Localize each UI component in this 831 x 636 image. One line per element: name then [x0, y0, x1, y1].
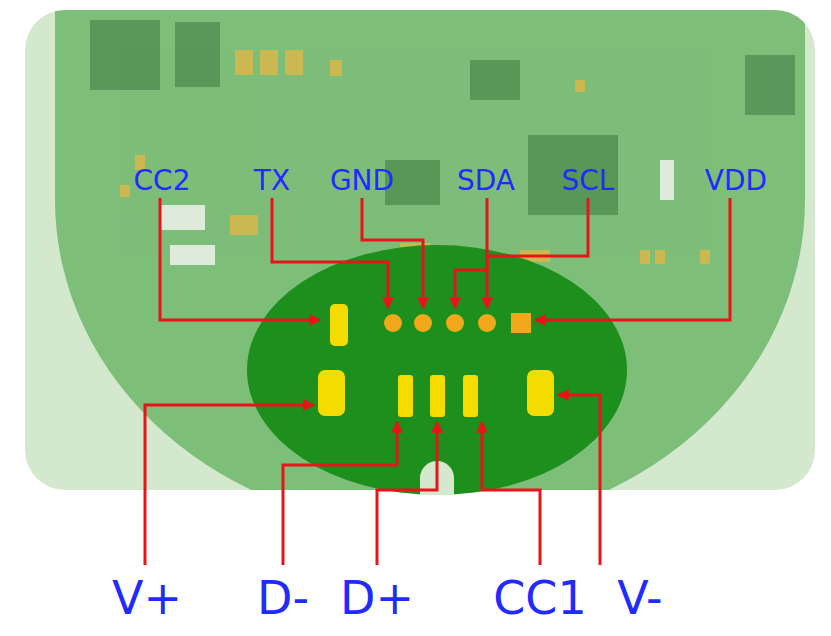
pin-label: V+	[112, 575, 182, 621]
pin-label: CC1	[493, 575, 587, 621]
pin-label: SCL	[562, 167, 615, 195]
leader-lines	[145, 198, 730, 565]
pin-label: GND	[330, 167, 394, 195]
pin-label: TX	[254, 167, 290, 195]
pin-label: CC2	[134, 167, 191, 195]
components	[90, 20, 795, 215]
pin-label: D-	[257, 575, 309, 621]
pin-label: D+	[340, 575, 414, 621]
contact-pads	[318, 304, 554, 417]
pin-label: SDA	[457, 167, 515, 195]
smd-parts	[120, 50, 710, 264]
pcb-board	[55, 10, 805, 490]
pin-label: VDD	[705, 167, 767, 195]
pin-label: V-	[617, 575, 662, 621]
